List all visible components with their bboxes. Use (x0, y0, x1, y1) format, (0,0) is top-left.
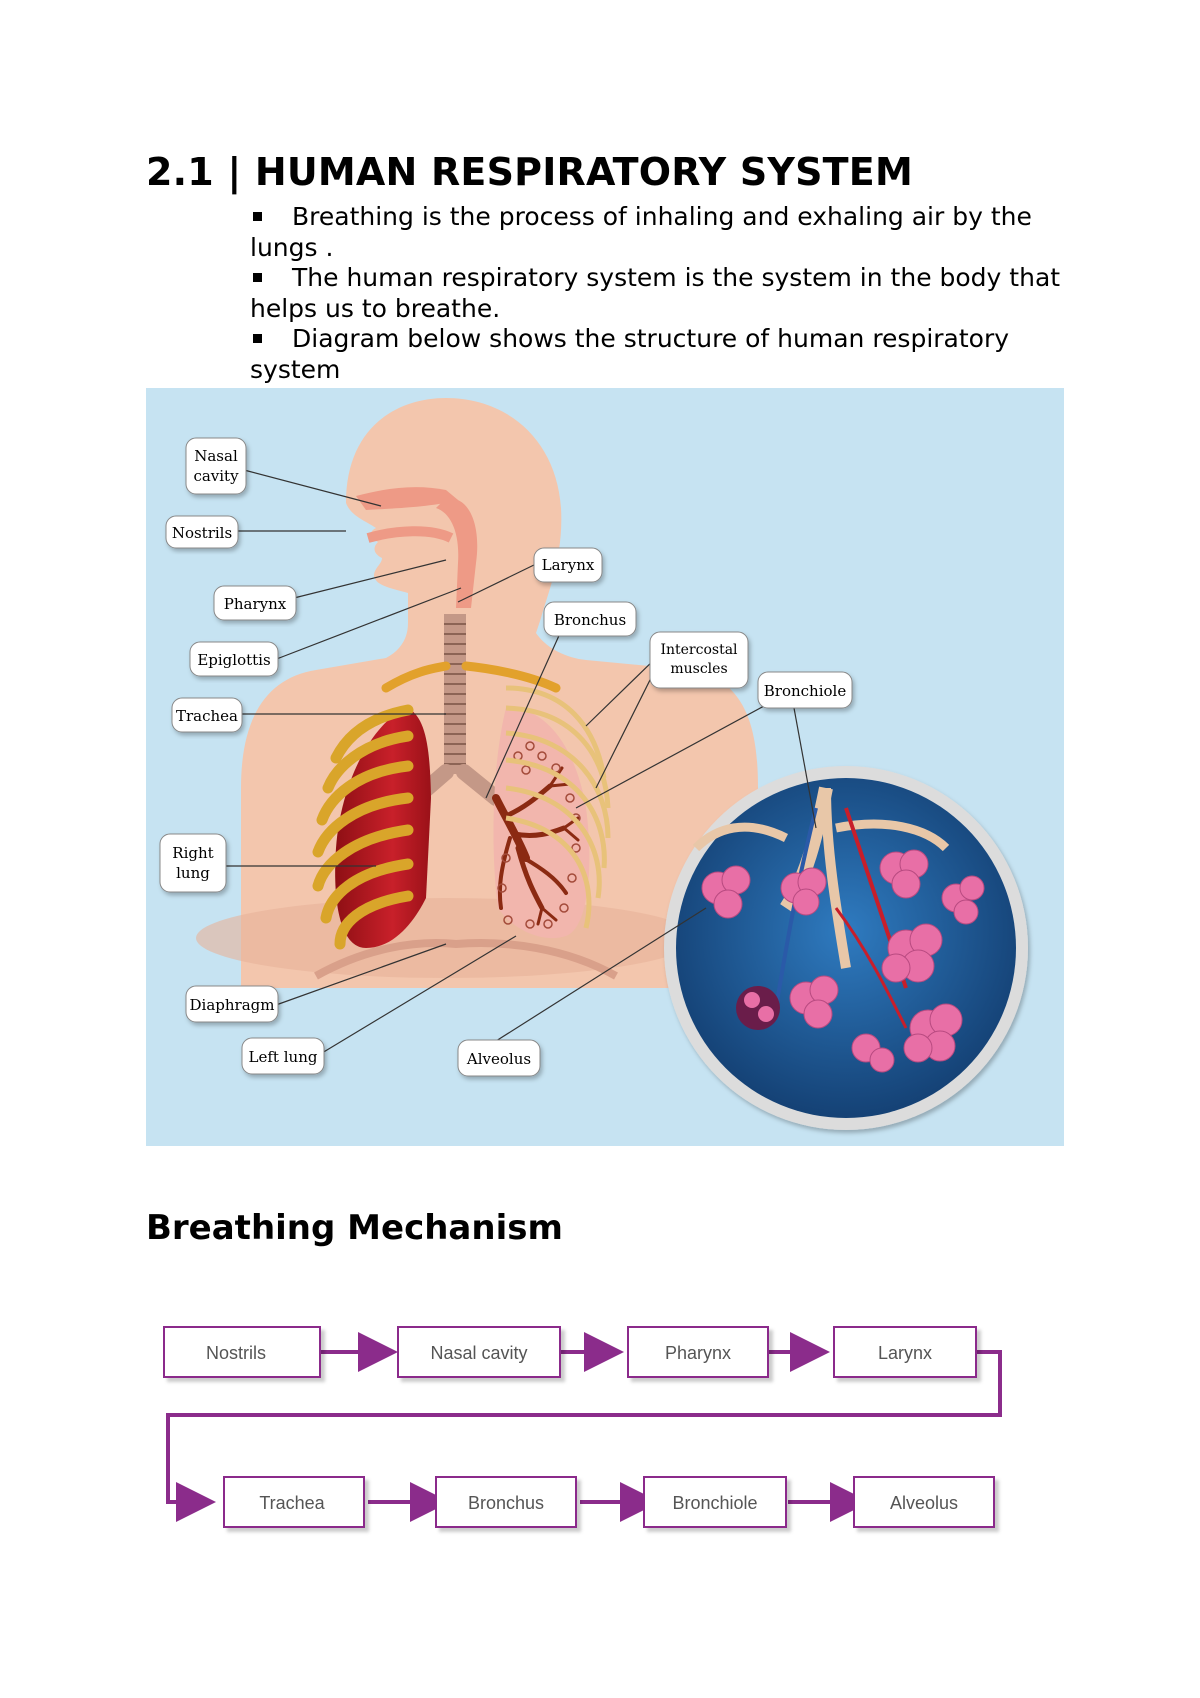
label-bronchiole: Bronchiole (757, 671, 853, 709)
label-nasal-cavity: Nasal cavity (185, 437, 247, 495)
bullet-text: The human respiratory system is the syst… (250, 263, 1061, 323)
ribs-right (312, 704, 414, 950)
diaphragm-shape (314, 939, 618, 980)
breathing-flowchart: Nostrils Nasal cavity Pharynx Larynx Tra… (163, 1326, 1002, 1528)
flow-box-nasal-cavity: Nasal cavity (397, 1326, 561, 1378)
alveoli-inset (664, 766, 1028, 1130)
flow-label: Larynx (878, 1343, 932, 1363)
bullet-text: Breathing is the process of inhaling and… (250, 202, 1032, 262)
label-left-lung: Left lung (241, 1037, 325, 1075)
label-epiglottis: Epiglottis (189, 641, 279, 677)
page-title: 2.1 | HUMAN RESPIRATORY SYSTEM (146, 150, 913, 194)
label-nasal-cavity-line1: Nasal (194, 447, 238, 465)
bullet-text: Diagram below shows the structure of hum… (250, 324, 1010, 384)
nasal-cavity-shape (356, 487, 458, 510)
label-right-lung-line1: Right (172, 844, 213, 862)
label-intercostal-line1: Intercostal (660, 642, 738, 658)
bullet-icon (253, 272, 262, 282)
pharynx-shape (436, 497, 478, 608)
label-trachea: Trachea (171, 697, 243, 733)
label-right-lung-line2: lung (176, 864, 210, 882)
flow-label: Nostrils (206, 1343, 266, 1363)
arrow-wrap (166, 1350, 1002, 1522)
label-bronchiole-text: Bronchiole (764, 682, 847, 700)
label-diaphragm: Diaphragm (185, 985, 279, 1023)
respiratory-system-diagram: Nasal cavity Nostrils Pharynx Epiglottis… (146, 388, 1064, 1146)
flow-label: Pharynx (665, 1343, 731, 1363)
label-larynx-text: Larynx (542, 556, 595, 574)
label-nostrils-text: Nostrils (172, 524, 232, 542)
section-heading: Breathing Mechanism (146, 1208, 563, 1248)
flow-box-bronchus: Bronchus (435, 1476, 577, 1528)
bullet-item: The human respiratory system is the syst… (250, 263, 1080, 324)
leader-lines (224, 469, 817, 1054)
label-nasal-cavity-line2: cavity (193, 467, 239, 485)
ribs-left (505, 685, 611, 929)
label-right-lung: Right lung (159, 833, 227, 893)
label-pharynx-text: Pharynx (224, 595, 287, 613)
flow-label: Bronchiole (672, 1493, 757, 1513)
flow-box-bronchiole: Bronchiole (643, 1476, 787, 1528)
flow-label: Bronchus (468, 1493, 544, 1513)
label-alveolus: Alveolus (457, 1039, 541, 1077)
bullet-icon (253, 211, 262, 221)
flow-box-pharynx: Pharynx (627, 1326, 769, 1378)
flow-label: Alveolus (890, 1493, 958, 1513)
label-left-lung-text: Left lung (249, 1048, 318, 1066)
bullet-list: Breathing is the process of inhaling and… (250, 202, 1080, 385)
label-diaphragm-text: Diaphragm (190, 996, 275, 1014)
alveoli-small (497, 741, 581, 929)
label-bronchus-text: Bronchus (554, 611, 626, 629)
diagram-labels: Nasal cavity Nostrils Pharynx Epiglottis… (159, 437, 853, 1077)
flow-box-trachea: Trachea (223, 1476, 365, 1528)
bronchi-tree (492, 766, 580, 926)
label-trachea-text: Trachea (176, 707, 238, 725)
flow-label: Nasal cavity (430, 1343, 527, 1363)
flow-box-alveolus: Alveolus (853, 1476, 995, 1528)
flow-box-nostrils: Nostrils (163, 1326, 321, 1378)
label-intercostal-muscles: Intercostal muscles (649, 631, 749, 689)
label-pharynx: Pharynx (213, 585, 297, 621)
label-alveolus-text: Alveolus (466, 1050, 531, 1068)
flow-box-larynx: Larynx (833, 1326, 977, 1378)
bullet-icon (253, 333, 262, 343)
label-larynx: Larynx (533, 547, 603, 583)
label-epiglottis-text: Epiglottis (197, 651, 270, 669)
bullet-item: Breathing is the process of inhaling and… (250, 202, 1080, 263)
trachea-shape (408, 614, 504, 806)
label-bronchus: Bronchus (543, 601, 637, 637)
left-lung-shape (493, 707, 590, 939)
bullet-item: Diagram below shows the structure of hum… (250, 324, 1080, 385)
label-nostrils: Nostrils (165, 515, 239, 549)
flow-label: Trachea (259, 1493, 325, 1513)
label-intercostal-line2: muscles (670, 661, 727, 677)
